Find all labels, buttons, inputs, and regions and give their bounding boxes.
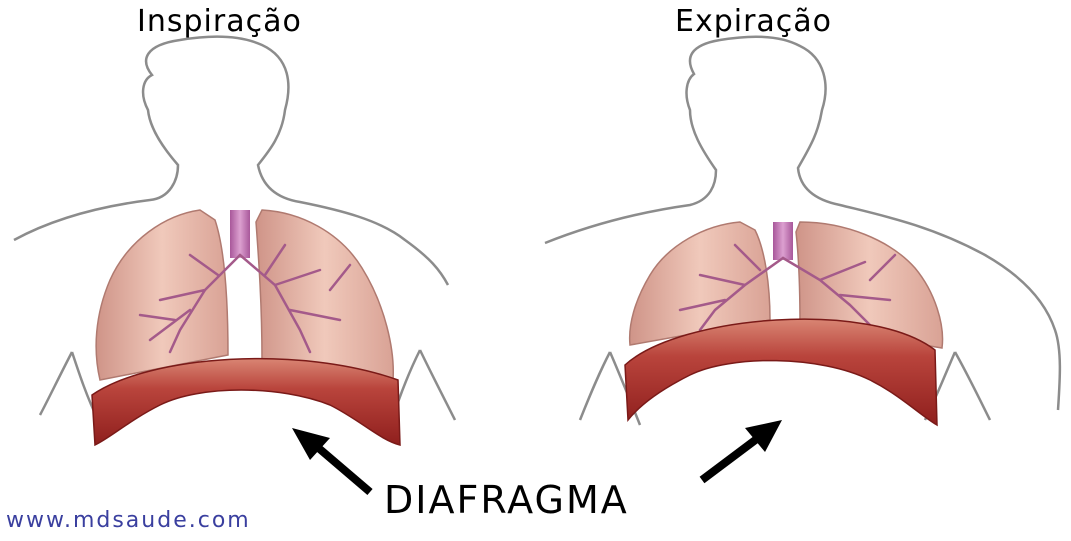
expiration-figure <box>545 37 1060 425</box>
arm-outline-left-1 <box>40 352 98 420</box>
left-lung-of-inspiration <box>96 210 228 380</box>
arm-outline-left-2 <box>392 350 455 420</box>
arrow-to-expiration-diaphragm <box>702 420 782 480</box>
trachea-right <box>773 222 793 260</box>
inspiration-figure <box>14 37 455 445</box>
expiration-title: Expiração <box>675 4 832 39</box>
right-lung-of-inspiration <box>256 210 393 380</box>
inspiration-title: Inspiração <box>137 4 302 39</box>
diaphragm-label: DIAFRAGMA <box>384 478 629 522</box>
watermark: www.mdsaude.com <box>6 508 251 533</box>
arrow-to-inspiration-diaphragm <box>292 428 370 492</box>
trachea-left <box>230 210 250 258</box>
